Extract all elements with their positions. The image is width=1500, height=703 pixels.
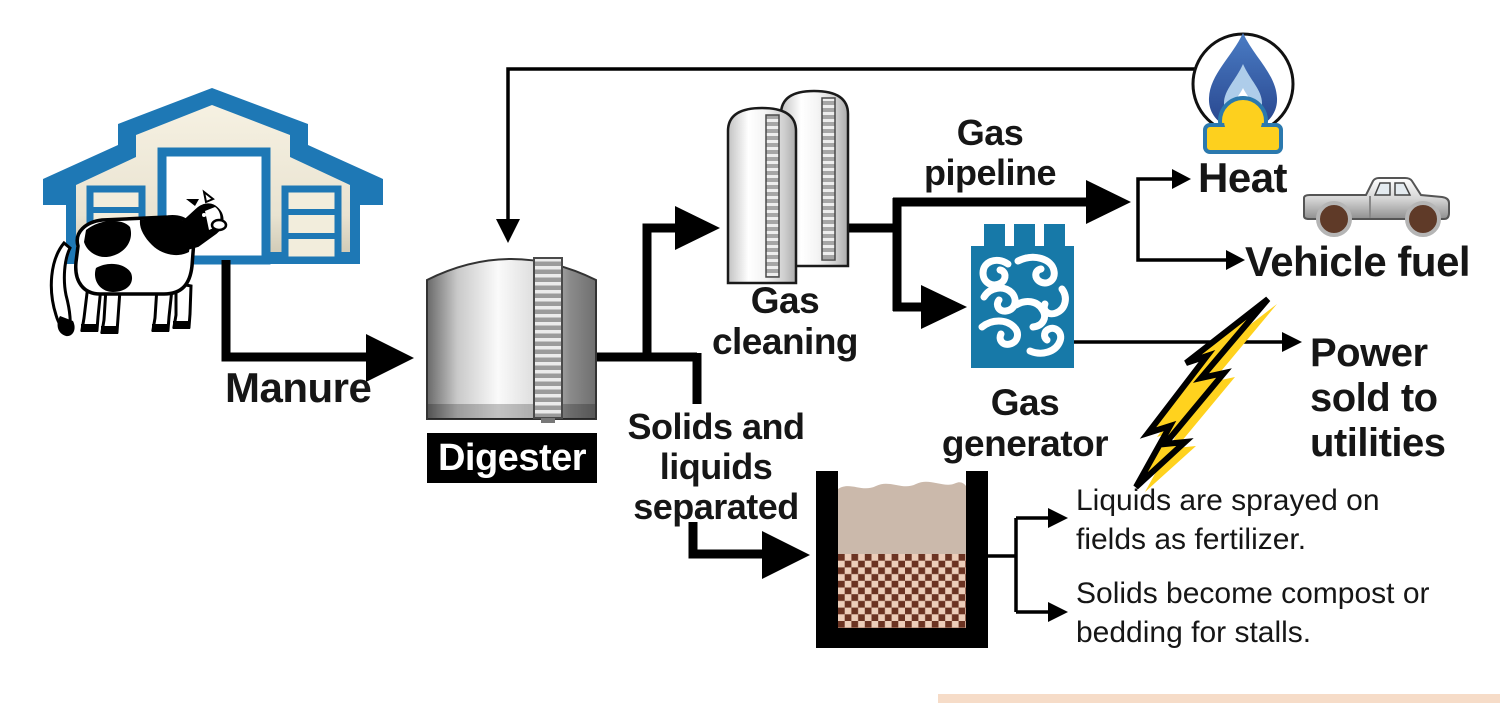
digester-return-arrowhead: [496, 219, 520, 243]
gas-generator-icon: [971, 224, 1074, 368]
liquids-arrowhead: [1048, 508, 1068, 528]
truck-wheel: [1316, 201, 1352, 237]
digester-tank-icon: [426, 257, 597, 423]
manure-label: Manure: [225, 364, 372, 411]
thin-arrowheads: [496, 169, 1302, 622]
manure-pipe: [221, 260, 370, 362]
gas-cleaning-arrowhead: [675, 206, 720, 250]
gas-generator-label: Gas generator: [941, 382, 1109, 464]
heat-label: Heat: [1198, 154, 1288, 201]
truck-wheel: [1405, 201, 1441, 237]
to-gas-cleaning-pipe: [642, 223, 677, 361]
heat-return-line: [506, 67, 1196, 221]
gas-pipeline-arrowhead: [1086, 180, 1131, 224]
digester-ladder: [533, 257, 563, 419]
burner-icon: [1203, 96, 1283, 154]
pickup-truck-icon: [1303, 177, 1450, 237]
vehicle-fuel-arrowhead: [1226, 250, 1245, 270]
heat-arrowhead: [1172, 169, 1191, 189]
gas-cleaning-tanks-icon: [726, 89, 850, 285]
separator-tank-icon: [816, 471, 988, 648]
thick-pipes: [221, 197, 1087, 559]
to-separator-pipe-b: [688, 522, 764, 559]
liquid-layer: [838, 481, 966, 554]
decor-strip: [938, 694, 1500, 703]
solids-liquids-label: Solids and liquids separated: [627, 406, 805, 527]
solids-arrowhead: [1048, 602, 1068, 622]
cow-icon: [49, 189, 228, 337]
manure-arrowhead: [366, 334, 414, 382]
gas-swirl-icon: [978, 253, 1069, 357]
notes-branch-line: [988, 516, 1052, 614]
power-sold-label: Power sold to utilities: [1310, 331, 1446, 465]
thin-lines: [506, 67, 1286, 614]
gas-pipeline-label: Gas pipeline: [923, 112, 1057, 193]
flame-icon: [1191, 32, 1295, 154]
digester-label: Digester: [427, 433, 597, 483]
solids-layer: [838, 554, 966, 628]
thick-arrowheads: [366, 180, 1131, 579]
power-arrowhead: [1282, 332, 1302, 352]
heat-fuel-branch-line: [1136, 177, 1230, 262]
generator-arrowhead: [921, 285, 967, 329]
vehicle-fuel-label: Vehicle fuel: [1245, 238, 1471, 285]
barn-window-right: [281, 185, 342, 264]
solids-note: Solids become compost or bedding for sta…: [1076, 577, 1430, 649]
gas-cleaning-label: Gas cleaning: [711, 280, 859, 362]
separator-arrowhead: [762, 531, 810, 579]
lightning-icon: [1133, 296, 1277, 492]
liquids-note: Liquids are sprayed on fields as fertili…: [1076, 484, 1380, 556]
